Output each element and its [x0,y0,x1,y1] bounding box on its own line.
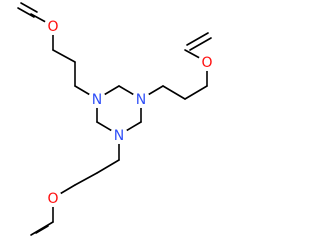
double-bond [186,32,209,46]
chain-bond [184,85,208,100]
structure-canvas: N N N O O O [17,2,216,236]
double-bond [189,37,212,51]
n-left-label: N [92,92,102,108]
atom-n-left: N [88,90,106,108]
atom-o-right: O [198,53,216,71]
o-left-label: O [47,19,58,35]
double-bond [20,2,38,13]
chain-bond [74,172,98,186]
atom-label-layer: N N N O O O [44,17,216,207]
chain-bond [30,221,54,236]
double-bond [35,225,49,234]
n-right-label: N [136,92,146,108]
atom-n-right: N [132,90,150,108]
molecule-structure: N N N O O O [17,2,216,236]
o-bottom-label: O [47,191,58,207]
atom-o-bottom: O [44,189,62,207]
bond-layer [17,2,212,236]
chain-bond [52,49,76,63]
n-bottom-label: N [114,128,124,144]
o-right-label: O [201,55,212,71]
double-bond [17,7,35,18]
chain-bond [162,85,186,100]
atom-o-left: O [44,17,62,35]
chain-bond [96,159,120,174]
atom-n-bottom: N [110,126,128,144]
